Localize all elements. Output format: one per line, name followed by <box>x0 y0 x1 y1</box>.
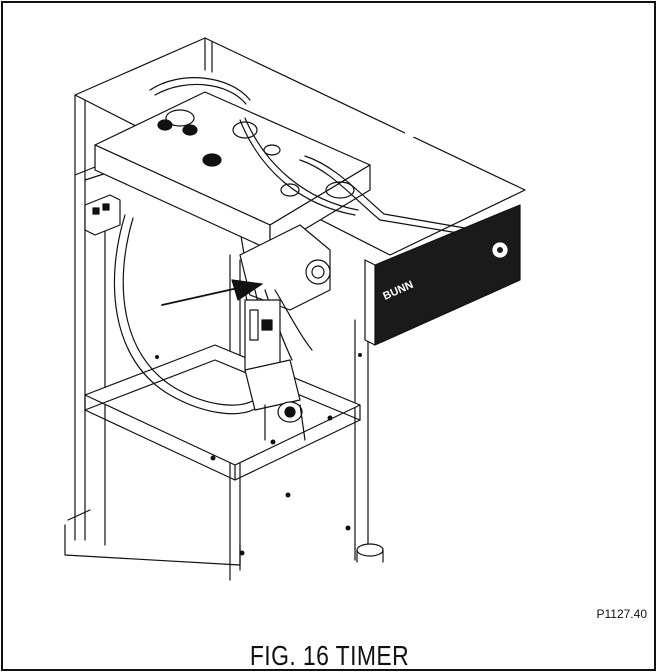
figure-caption: FIG. 16 TIMER <box>249 640 410 671</box>
water-tube <box>84 194 261 415</box>
timer-pointer-arrow <box>161 279 263 306</box>
control-panel: BUNN <box>364 58 521 346</box>
timer-assembly <box>239 224 331 441</box>
fasteners <box>155 353 362 556</box>
part-number: P1127.40 <box>596 607 648 621</box>
